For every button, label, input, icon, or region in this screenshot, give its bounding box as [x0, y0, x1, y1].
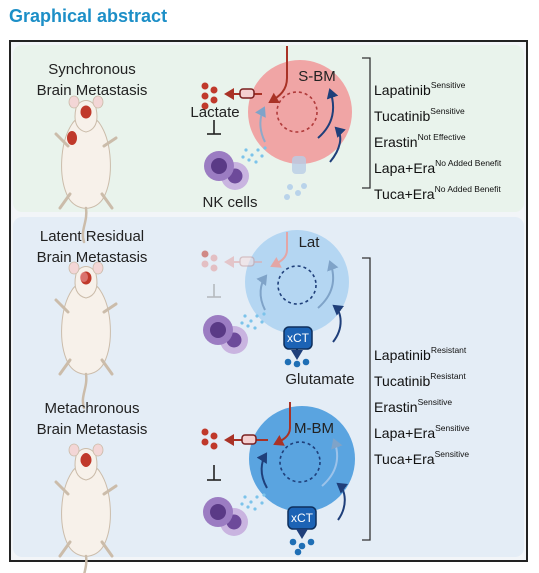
lat-tumor-cell — [245, 230, 349, 343]
brain-lesion-marker — [81, 453, 91, 467]
inhibition-icon — [207, 284, 221, 298]
nk-cell-icon — [203, 315, 248, 354]
xct-label: xCT — [287, 331, 309, 345]
s-bm-tumor-cell — [248, 46, 352, 174]
drug-item: Tuca+EraSensitive — [374, 449, 470, 467]
nk-cells-label: NK cells — [202, 194, 258, 211]
glutamate-label: Glutamate — [285, 371, 355, 388]
lactate-export-faded — [201, 250, 262, 272]
inhibition-icon — [207, 465, 221, 481]
drug-list-synchronous: LapatinibSensitive TucatinibSensitive Er… — [374, 75, 501, 205]
lat-label: Lat — [298, 234, 320, 251]
drug-bracket-top — [362, 57, 371, 189]
drug-item: Lapa+EraSensitive — [374, 423, 470, 441]
m-bm-label: M-BM — [294, 420, 334, 437]
mouse-icon — [54, 94, 118, 244]
transporter-icon — [287, 506, 317, 539]
drug-item: ErastinNot Effective — [374, 132, 466, 150]
tumor-cell-icon — [249, 406, 355, 512]
row-title-latent: Latent Residual Brain Metastasis — [36, 228, 148, 266]
mouse-icon — [54, 260, 118, 410]
drug-item: TucatinibResistant — [374, 371, 466, 389]
row-title-synchronous: Synchronous Brain Metastasis — [36, 61, 148, 99]
drug-item: LapatinibResistant — [374, 345, 467, 363]
drug-bracket-bottom — [362, 257, 371, 541]
lactate-export — [201, 82, 262, 110]
graphical-abstract-heading: Graphical abstract — [9, 6, 168, 26]
drug-item: ErastinSensitive — [374, 397, 453, 415]
lactate-label: Lactate — [190, 104, 240, 121]
xct-label: xCT — [291, 511, 313, 525]
s-bm-label: S-BM — [298, 68, 336, 85]
tumor-cell-icon — [248, 60, 352, 164]
drug-list-latent-metachronous: LapatinibResistant TucatinibResistant Er… — [374, 340, 470, 470]
brain-lesion-marker — [67, 131, 77, 145]
drug-item: TucatinibSensitive — [374, 106, 465, 124]
drug-item: Lapa+EraNo Added Benefit — [374, 158, 502, 176]
drug-item: Tuca+EraNo Added Benefit — [374, 184, 501, 202]
row-title-metachronous: Metachronous Brain Metastasis — [36, 400, 148, 438]
inhibition-icon — [207, 120, 221, 135]
brain-lesion-marker — [80, 272, 88, 282]
drug-item: LapatinibSensitive — [374, 80, 466, 98]
transporter-icon — [283, 326, 313, 360]
glutamate-dots — [289, 538, 315, 556]
tumor-cell-icon — [245, 230, 349, 334]
transporter-icon — [239, 88, 255, 99]
m-bm-tumor-cell — [249, 402, 355, 521]
lactate-export — [201, 428, 268, 450]
glutamate-dots — [284, 358, 310, 368]
